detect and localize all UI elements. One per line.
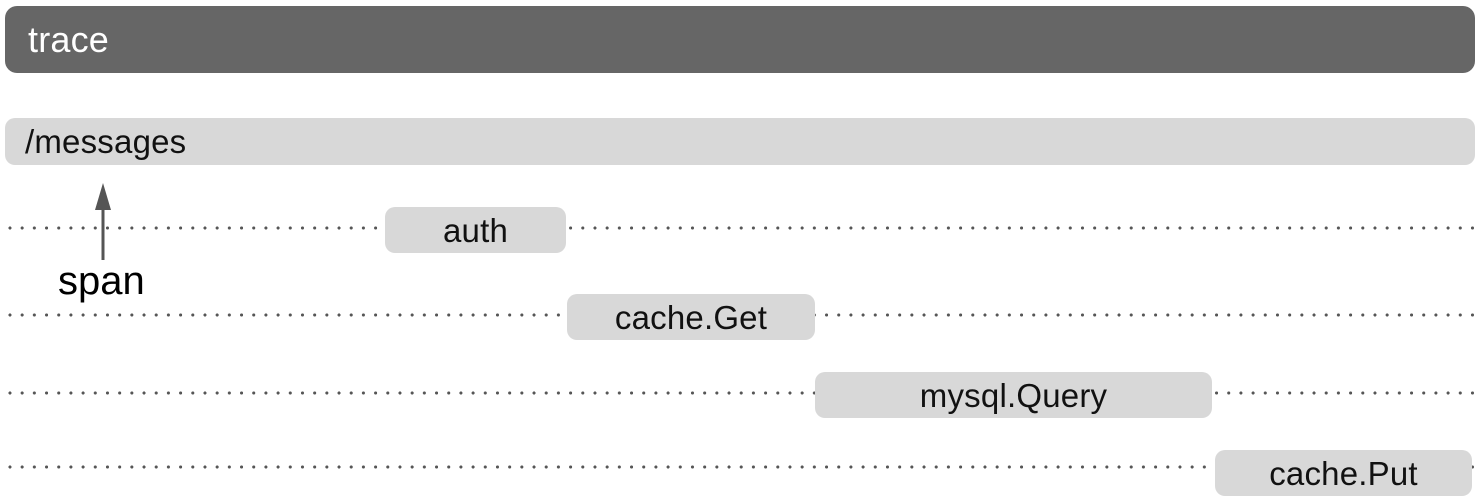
span-bar-root-label: /messages (25, 123, 187, 160)
span-annotation-arrow-icon (95, 183, 111, 260)
span-annotation-label: span (58, 259, 145, 303)
guide-line-cache-put (8, 465, 1480, 469)
span-bar-mysql-query-label: mysql.Query (919, 376, 1108, 414)
span-bar-auth[interactable]: auth (385, 207, 566, 253)
span-bar-cache-put-label: cache.Put (1269, 454, 1418, 492)
guide-line-mysql-query (8, 391, 1480, 395)
span-bar-cache-get-label: cache.Get (614, 298, 768, 336)
trace-bar[interactable]: trace (5, 6, 1475, 73)
trace-bar-label: trace (28, 18, 110, 60)
span-bar-auth-label: auth (442, 211, 509, 249)
span-bar-cache-put[interactable]: cache.Put (1215, 450, 1472, 496)
span-bar-cache-get[interactable]: cache.Get (567, 294, 815, 340)
span-bar-mysql-query[interactable]: mysql.Query (815, 372, 1212, 418)
guide-line-auth (8, 226, 1480, 230)
span-bar-root[interactable]: /messages (5, 118, 1475, 165)
